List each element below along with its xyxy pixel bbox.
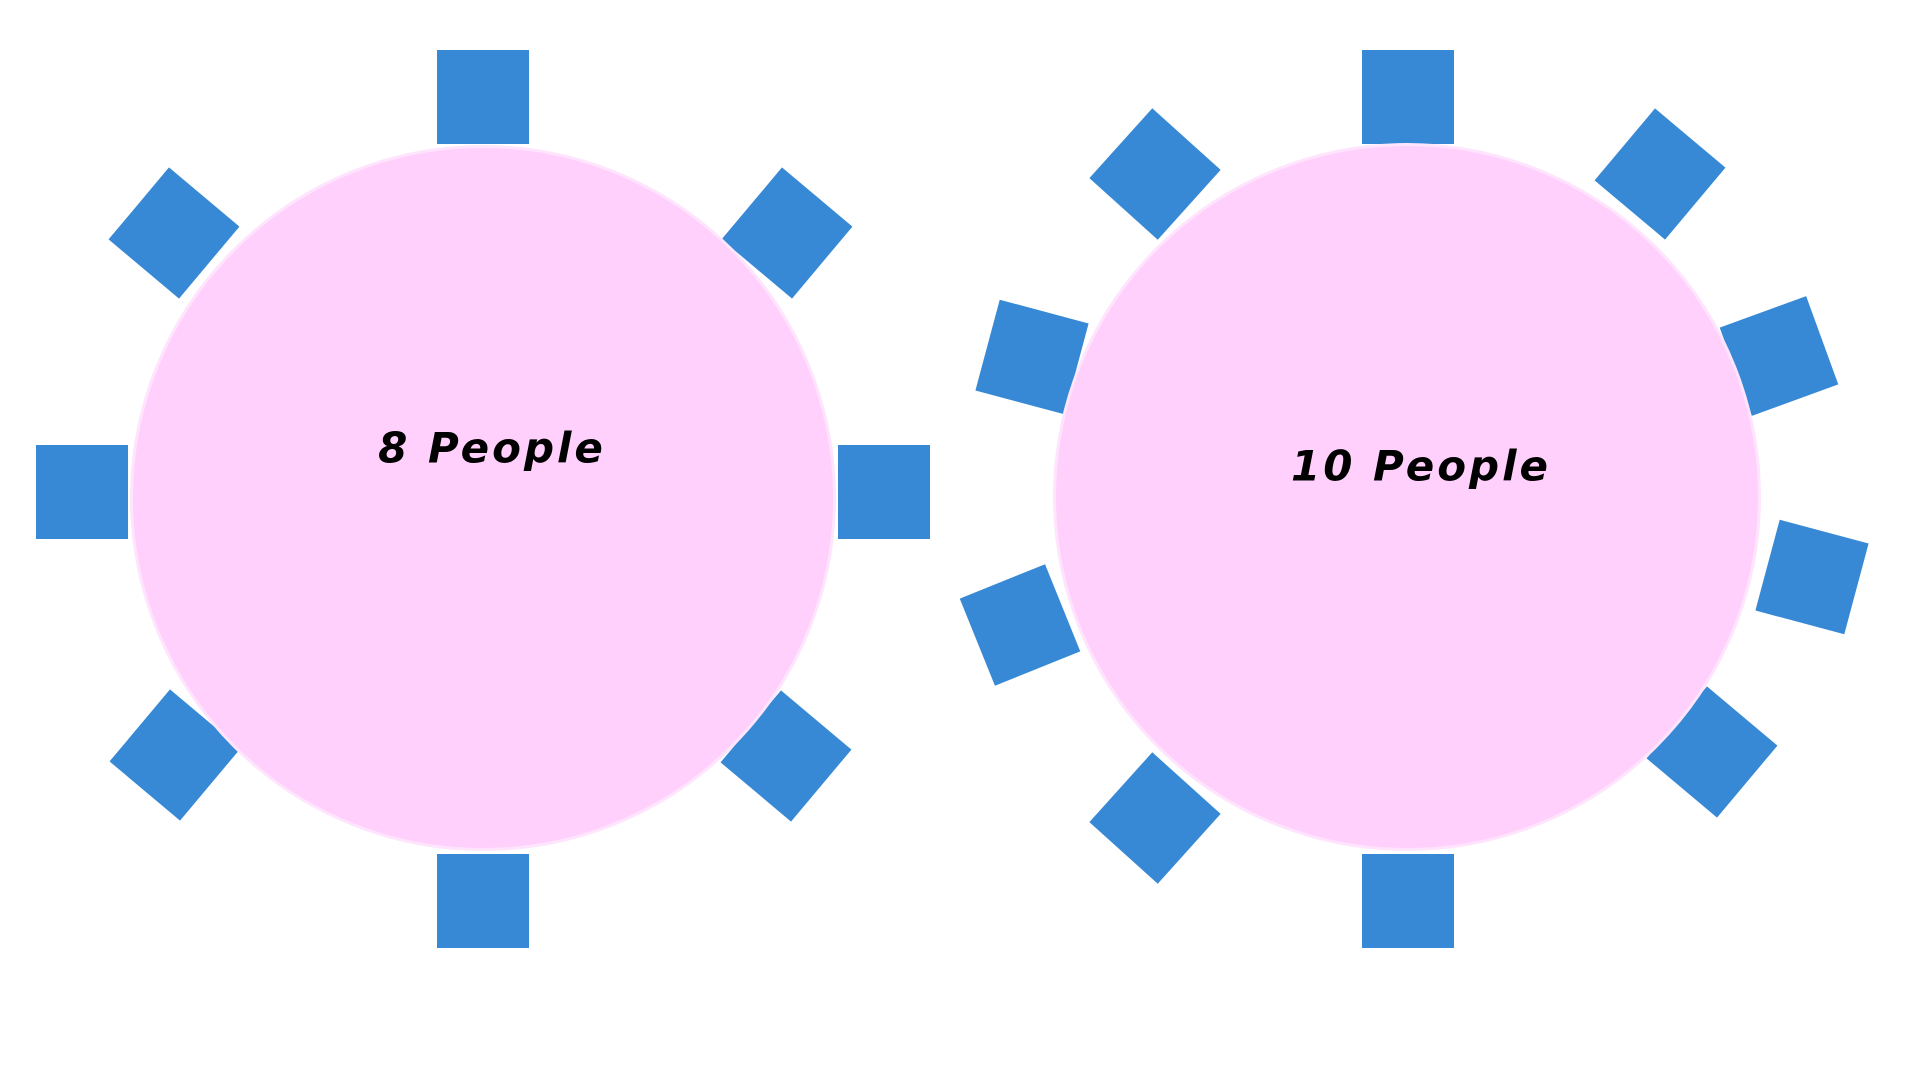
round-table-8 bbox=[130, 145, 836, 851]
chair bbox=[838, 445, 930, 539]
chair bbox=[1755, 519, 1869, 635]
table-label: 10 People bbox=[1290, 441, 1552, 491]
chair bbox=[1362, 50, 1454, 144]
chair bbox=[1362, 854, 1454, 948]
chair bbox=[437, 50, 529, 144]
chair bbox=[437, 854, 529, 948]
table-label: 8 People bbox=[378, 423, 606, 473]
round-table-10 bbox=[1053, 143, 1761, 851]
chair bbox=[959, 564, 1081, 686]
chair bbox=[36, 445, 128, 539]
